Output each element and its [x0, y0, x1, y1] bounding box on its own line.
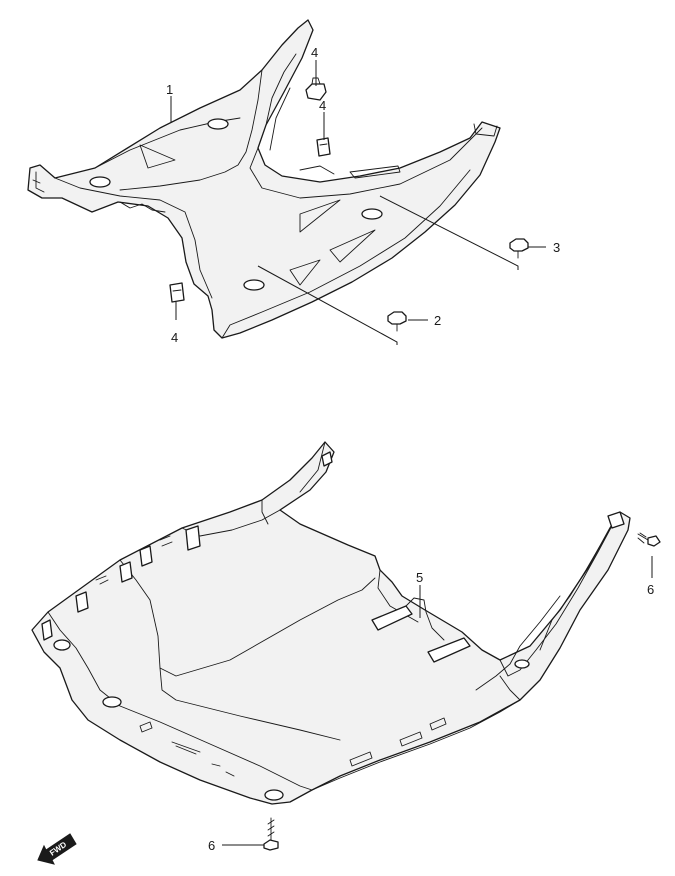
callout-4-upper: 4	[311, 45, 318, 60]
leader-lines	[170, 60, 653, 846]
clip-nut-4-left	[169, 282, 185, 303]
callout-2: 2	[434, 313, 441, 328]
screw-6-right	[637, 532, 661, 547]
clip-nut-4-middle	[316, 137, 331, 157]
callout-4-middle: 4	[319, 98, 326, 113]
screw-6-bottom	[263, 817, 279, 851]
callout-3: 3	[553, 240, 560, 255]
fwd-arrow-icon: FWD	[37, 833, 77, 865]
bolt-2	[387, 311, 407, 332]
part-1-floor-panel	[27, 19, 501, 339]
bolt-3	[509, 238, 529, 259]
callout-6-right: 6	[647, 582, 654, 597]
callout-6-bottom: 6	[208, 838, 215, 853]
callout-5: 5	[416, 570, 423, 585]
callouts: 1 4 4 4 2 3 5 6 6	[166, 45, 654, 853]
callout-1: 1	[166, 82, 173, 97]
callout-4-left: 4	[171, 330, 178, 345]
part-5-under-cover	[31, 441, 631, 805]
